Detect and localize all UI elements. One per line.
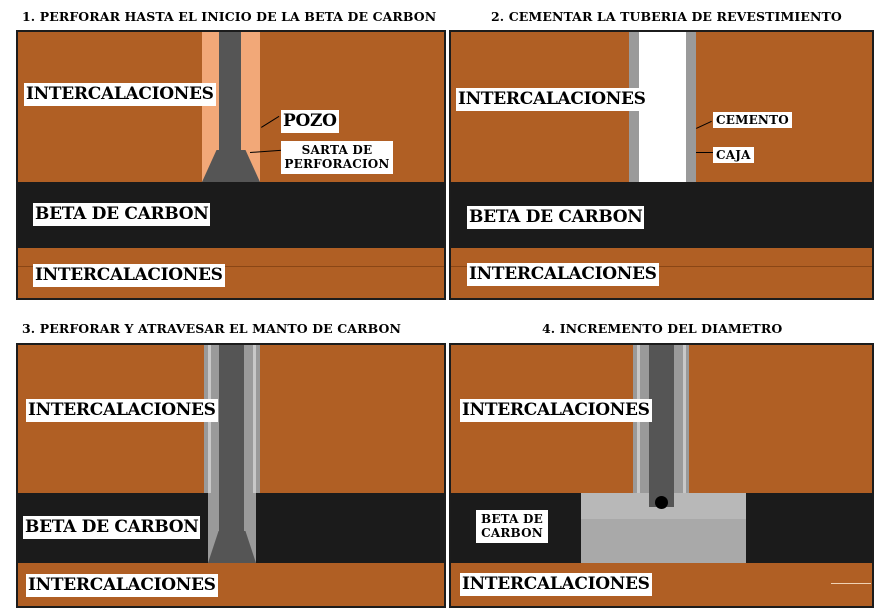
disturbed-zone-line <box>831 583 871 584</box>
panel-3: INTERCALACIONES BETA DE CARBON INTERCALA… <box>16 343 446 608</box>
drill-string <box>219 32 241 150</box>
panel-2-title: 2. CEMENTAR LA TUBERIA DE REVESTIMIENTO <box>491 9 842 24</box>
label-intercalaciones-bottom: INTERCALACIONES <box>460 573 652 596</box>
label-intercalaciones-bottom: INTERCALACIONES <box>33 264 225 287</box>
label-sarta-de-perforacion: SARTA DE PERFORACION <box>281 141 393 174</box>
panel-4-title: 4. INCREMENTO DEL DIAMETRO <box>542 321 783 336</box>
label-beta-de-carbon: BETA DE CARBON <box>23 516 201 539</box>
panel-1: INTERCALACIONES POZO SARTA DE PERFORACIO… <box>16 30 446 300</box>
label-pozo: POZO <box>281 110 339 133</box>
drill-string <box>219 345 244 531</box>
cement-annulus-right <box>686 32 696 182</box>
bedding-line <box>18 266 444 267</box>
label-beta-de-carbon: BETA DE CARBON <box>467 206 645 229</box>
bedding-line <box>451 266 872 267</box>
panel-2: INTERCALACIONES CEMENTO CAJA BETA DE CAR… <box>449 30 874 300</box>
label-intercalaciones-bottom: INTERCALACIONES <box>467 263 659 286</box>
label-cemento: CEMENTO <box>713 112 792 128</box>
label-intercalaciones-top: INTERCALACIONES <box>456 88 648 111</box>
label-caja: CAJA <box>713 147 754 163</box>
caja-leader-line <box>696 152 713 153</box>
casing-wall-right <box>253 345 256 493</box>
panel-4: INTERCALACIONES BETA DE CARBON INTERCALA… <box>449 343 874 608</box>
label-beta-de-carbon: BETA DE CARBON <box>33 203 211 226</box>
label-beta-de-carbon: BETA DE CARBON <box>476 510 548 543</box>
label-intercalaciones-top: INTERCALACIONES <box>24 83 216 106</box>
label-intercalaciones-top: INTERCALACIONES <box>460 399 652 422</box>
panel-1-title: 1. PERFORAR HASTA EL INICIO DE LA BETA D… <box>22 9 437 24</box>
panel-3-title: 3. PERFORAR Y ATRAVESAR EL MANTO DE CARB… <box>22 321 402 336</box>
label-intercalaciones-top: INTERCALACIONES <box>26 399 218 422</box>
underreamer-tool <box>655 496 668 509</box>
drill-string <box>649 345 674 507</box>
casing-wall-right <box>683 345 686 493</box>
label-intercalaciones-bottom: INTERCALACIONES <box>26 574 218 597</box>
